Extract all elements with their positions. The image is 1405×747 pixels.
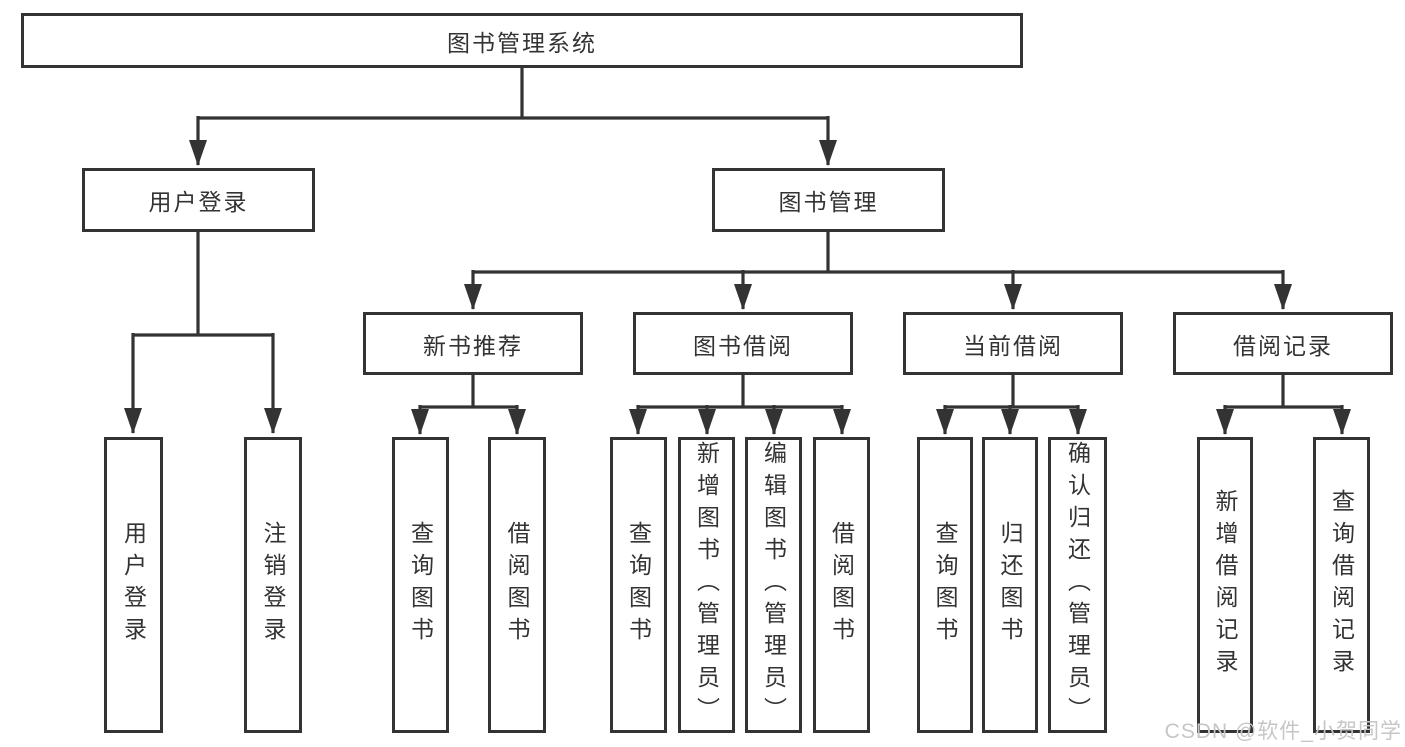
- node-leaf-borrow-books-recommend: 借阅图书: [488, 437, 546, 733]
- node-root: 图书管理系统: [21, 13, 1023, 68]
- node-leaf-query-borrow-record: 查询借阅记录: [1313, 437, 1370, 733]
- connector-borrow-records-to-leaves: [1216, 375, 1351, 435]
- node-leaf-return-book: 归还图书: [982, 437, 1038, 733]
- connector-root-to-level2: [189, 68, 837, 166]
- connector-book-borrow-to-leaves: [629, 375, 851, 435]
- node-book-management: 图书管理: [712, 168, 945, 232]
- node-leaf-query-books-recommend: 查询图书: [392, 437, 449, 733]
- node-leaf-query-books-current: 查询图书: [917, 437, 973, 733]
- node-new-book-recommend: 新书推荐: [363, 312, 583, 375]
- node-leaf-edit-book-admin: 编辑图书（管理员）: [745, 437, 802, 733]
- connector-book-management-to-level3: [464, 232, 1292, 310]
- csdn-watermark: CSDN @软件_小贺同学: [1164, 720, 1402, 743]
- node-current-borrow: 当前借阅: [903, 312, 1123, 375]
- node-book-borrow: 图书借阅: [633, 312, 853, 375]
- node-user-login: 用户登录: [82, 168, 315, 232]
- connector-user-login-to-leaves: [124, 232, 282, 434]
- node-leaf-user-login: 用户登录: [104, 437, 163, 733]
- node-leaf-add-book-admin: 新增图书（管理员）: [678, 437, 735, 733]
- node-leaf-query-books-borrow: 查询图书: [610, 437, 667, 733]
- node-leaf-borrow-books: 借阅图书: [813, 437, 870, 733]
- node-leaf-logout: 注销登录: [244, 437, 302, 733]
- node-leaf-add-borrow-record: 新增借阅记录: [1197, 437, 1253, 733]
- connector-current-borrow-to-leaves: [936, 375, 1087, 435]
- node-leaf-confirm-return-admin: 确认归还（管理员）: [1048, 437, 1107, 733]
- connector-new-book-recommend-to-leaves: [411, 375, 526, 435]
- node-borrow-records: 借阅记录: [1173, 312, 1393, 375]
